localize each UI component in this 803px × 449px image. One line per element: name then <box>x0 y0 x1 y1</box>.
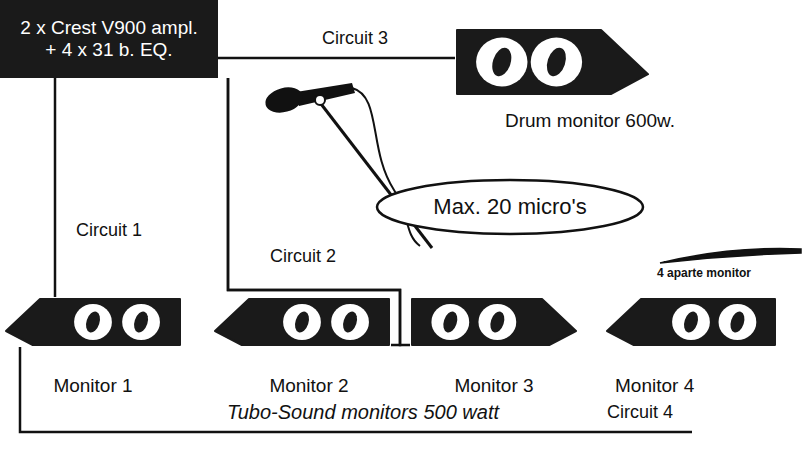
monitor-speaker: Monitor 4 <box>605 297 777 397</box>
speaker-center <box>441 310 460 335</box>
amplifier-box: 2 x Crest V900 ampl. + 4 x 31 b. EQ. <box>0 0 218 78</box>
speaker-cone <box>478 304 516 340</box>
speaker-cone <box>74 304 112 340</box>
monitor-label: Monitor 3 <box>410 375 578 397</box>
speaker-cone <box>283 304 321 340</box>
speaker-ring <box>431 304 469 340</box>
amplifier-label: 2 x Crest V900 ampl. + 4 x 31 b. EQ. <box>16 17 202 61</box>
speaker-cone <box>331 304 369 340</box>
monitor-speaker: Drum monitor 600w. <box>455 28 795 132</box>
speaker-cone <box>531 38 582 87</box>
speaker-ring <box>122 304 160 340</box>
circuit-label: Circuit 2 <box>268 246 338 267</box>
mic-clamp <box>315 95 325 105</box>
speaker-ring <box>331 304 369 340</box>
speaker-center <box>132 310 151 335</box>
mic-head <box>263 83 306 116</box>
monitor-cabinet <box>6 299 180 345</box>
monitor-label: Monitor 1 <box>4 375 182 397</box>
speaker-center <box>489 45 515 78</box>
speaker-center <box>681 310 700 335</box>
speaker-center <box>292 310 311 335</box>
monitor-label: Monitor 4 <box>605 375 777 397</box>
circuit-label: Circuit 1 <box>74 220 144 241</box>
speaker-ring <box>672 304 710 340</box>
speaker-cone <box>719 304 757 340</box>
note-text: Max. 20 micro's <box>433 194 586 219</box>
speaker-cone <box>122 304 160 340</box>
monitor-label: Monitor 2 <box>213 375 391 397</box>
monitor-label: Drum monitor 600w. <box>455 110 795 132</box>
monitor-speaker: Monitor 1 <box>4 297 182 397</box>
monitor-cabinet <box>457 30 648 94</box>
note-label: Circuit 4 <box>605 402 675 423</box>
speaker-center <box>488 310 507 335</box>
speaker-center <box>543 45 569 78</box>
speaker-ring <box>719 304 757 340</box>
note-label: 4 aparte monitor <box>655 267 753 281</box>
speaker-cone <box>476 38 527 87</box>
speaker-ring <box>74 304 112 340</box>
monitor-speaker: Monitor 2 <box>213 297 391 397</box>
monitor-shape <box>410 297 578 347</box>
circuit-label: Circuit 3 <box>320 28 390 49</box>
circuit-line <box>54 78 57 297</box>
speaker-cone <box>672 304 710 340</box>
speaker-ring <box>476 38 527 87</box>
monitor-speaker: Monitor 3 <box>410 297 578 397</box>
monitor-cabinet <box>412 299 576 345</box>
circuit-line <box>218 57 455 60</box>
monitor-shape <box>4 297 182 347</box>
monitor-shape <box>213 297 391 347</box>
swoosh-line <box>660 249 801 263</box>
speaker-center <box>728 310 747 335</box>
note-label: Tubo-Sound monitors 500 watt <box>225 401 501 424</box>
monitor-cabinet <box>215 299 389 345</box>
speaker-ring <box>531 38 582 87</box>
monitor-cabinet <box>607 299 775 345</box>
speaker-cone <box>431 304 469 340</box>
note-ellipse: Max. 20 micro's <box>375 178 645 236</box>
monitor-shape <box>455 28 650 96</box>
speaker-ring <box>478 304 516 340</box>
speaker-center <box>83 310 102 335</box>
ellipse-outline <box>377 180 643 234</box>
monitor-shape <box>605 297 777 347</box>
mic-body <box>296 83 355 106</box>
speaker-center <box>341 310 360 335</box>
speaker-ring <box>283 304 321 340</box>
